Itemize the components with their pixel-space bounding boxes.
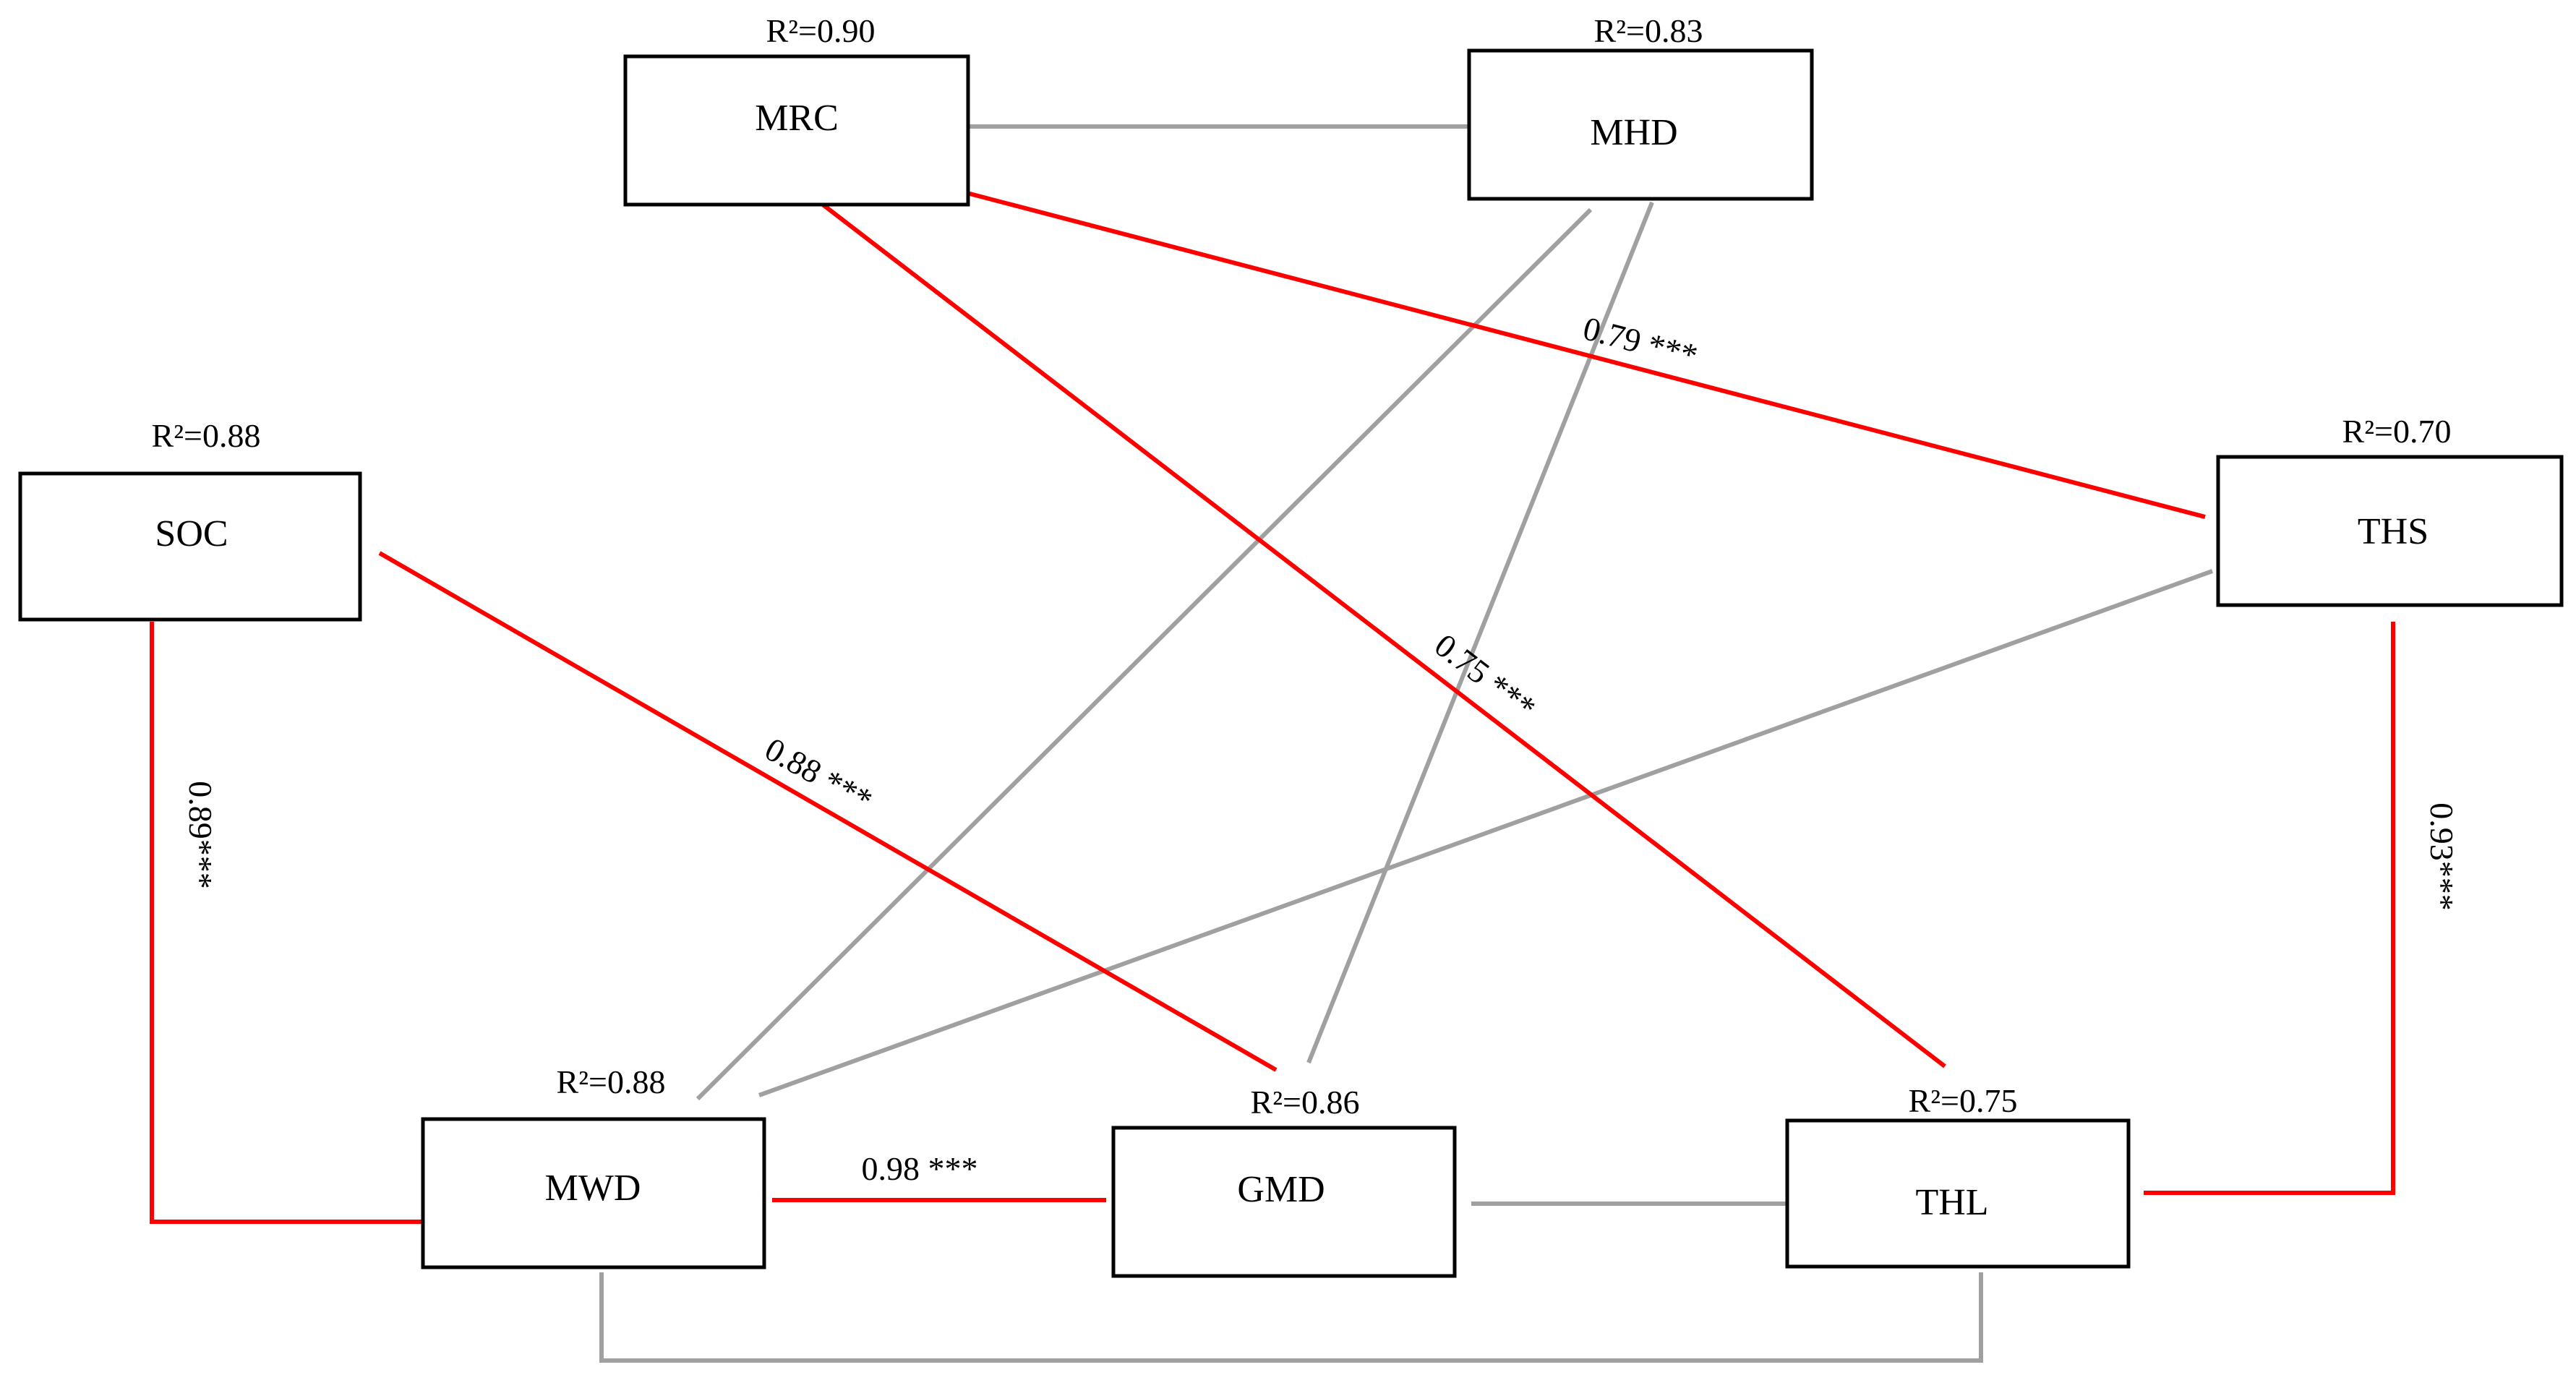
node-mhd-box: [1467, 48, 1814, 201]
path-gmd-mhd: [1306, 201, 1654, 1064]
node-mwd-r2: R²=0.88: [557, 1063, 666, 1100]
path-mwd-mhd: [696, 207, 1593, 1101]
node-mhd: MHD R²=0.83: [1467, 12, 1814, 201]
node-mrc-label: MRC: [755, 98, 839, 139]
significant-paths: [150, 189, 2395, 1224]
node-ths: THS R²=0.70: [2216, 413, 2564, 607]
path-mwd-ths: [758, 569, 2214, 1097]
node-gmd: GMD R²=0.86: [1111, 1084, 1457, 1278]
node-mwd-box: [421, 1117, 766, 1269]
path-coefficients: 0.89*** 0.88 *** 0.98 *** 0.75 *** 0.79 …: [182, 309, 2460, 1187]
coef-thl-ths: 0.93***: [2423, 802, 2460, 911]
path-thl-mrc: [821, 202, 1946, 1068]
path-thl-ths: [2144, 621, 2395, 1195]
node-soc-label: SOC: [155, 513, 228, 554]
node-soc-r2: R²=0.88: [152, 417, 261, 454]
node-thl-box: [1785, 1118, 2131, 1269]
node-mwd: MWD R²=0.88: [421, 1063, 766, 1269]
node-thl: THL R²=0.75: [1785, 1082, 2131, 1269]
path-soc-gmd: [378, 551, 1278, 1072]
node-thl-r2: R²=0.75: [1909, 1082, 2018, 1119]
path-soc-mwd: [150, 622, 424, 1224]
node-mrc: MRC R²=0.90: [623, 12, 970, 207]
node-ths-label: THS: [2358, 511, 2429, 552]
node-mrc-box: [623, 54, 970, 207]
node-gmd-r2: R²=0.86: [1251, 1084, 1360, 1121]
path-ths-mrc: [961, 189, 2206, 519]
node-thl-label: THL: [1915, 1182, 1988, 1223]
nonsignificant-paths: [599, 124, 2214, 1363]
coef-soc-mwd: 0.89***: [182, 781, 219, 889]
node-gmd-box: [1111, 1126, 1457, 1278]
path-mwd-thl: [599, 1272, 1983, 1363]
node-soc-box: [18, 471, 362, 622]
node-mhd-r2: R²=0.83: [1594, 12, 1703, 49]
coef-ths-mrc: 0.79 ***: [1580, 309, 1702, 374]
node-mrc-r2: R²=0.90: [766, 12, 876, 49]
node-ths-r2: R²=0.70: [2342, 413, 2452, 450]
node-soc: SOC R²=0.88: [18, 417, 362, 622]
coef-mwd-gmd: 0.98 ***: [862, 1150, 978, 1187]
node-gmd-label: GMD: [1237, 1169, 1325, 1210]
node-mhd-label: MHD: [1590, 112, 1677, 153]
node-ths-box: [2216, 455, 2564, 607]
node-mwd-label: MWD: [545, 1168, 641, 1209]
